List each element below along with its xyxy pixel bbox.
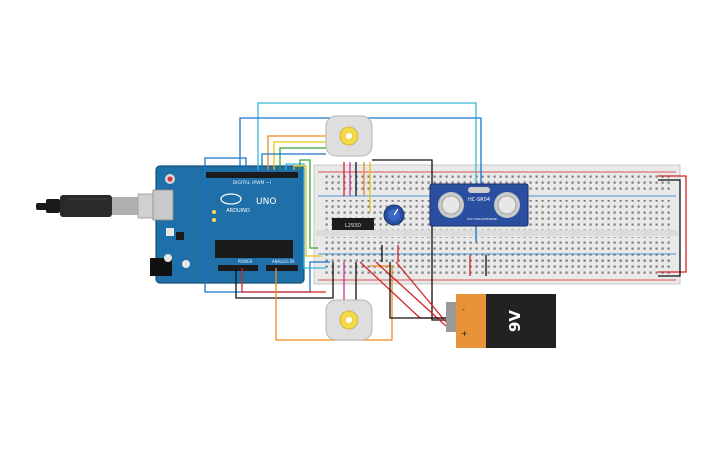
- sensor-transducer-right-icon: [497, 195, 517, 215]
- sensor-pin-echo: ECHO: [482, 217, 491, 221]
- sensor-label: HC-SR04: [468, 197, 490, 203]
- uno-brand-label: UNO: [256, 197, 276, 207]
- wire-black-battery-2[interactable]: [389, 262, 446, 319]
- l293d-driver-chip[interactable]: L293D: [332, 218, 374, 230]
- digital-header-label: DIGITAL (PWM ~): [233, 180, 272, 186]
- hc-sr04-sensor[interactable]: HC-SR04 VCC TRIG ECHO GND: [429, 183, 529, 227]
- battery-plus: +: [461, 329, 468, 338]
- sensor-pin-trig: TRIG: [473, 217, 482, 221]
- atmega-chip: [215, 240, 293, 258]
- motor-shaft-icon: [346, 317, 352, 323]
- power-jack: [150, 258, 172, 276]
- dc-motor-bottom[interactable]: [325, 299, 373, 341]
- chip-label: L293D: [345, 223, 361, 229]
- wire-green-top[interactable]: [279, 147, 328, 170]
- wire-red-battery-2[interactable]: [395, 261, 447, 323]
- wire-red-rail[interactable]: [658, 175, 687, 273]
- arduino-infinity-logo-icon: [220, 193, 242, 205]
- wire-black-ground[interactable]: [235, 262, 334, 299]
- digital-header: [206, 172, 298, 178]
- breadboard[interactable]: [313, 164, 681, 285]
- motor-shaft-icon: [346, 133, 352, 139]
- wire-black-rail[interactable]: [658, 179, 681, 277]
- power-header: [218, 265, 258, 271]
- wire-orange-bottom[interactable]: [275, 265, 393, 341]
- wires: [204, 102, 687, 341]
- wire-cyan-pin[interactable]: [285, 163, 326, 269]
- usb-cable: [36, 193, 157, 219]
- wire-yellow-pin[interactable]: [293, 165, 322, 257]
- power-header-label: POWER: [238, 259, 253, 264]
- wire-orange-top[interactable]: [267, 135, 340, 170]
- battery-snap: [446, 302, 456, 332]
- sensor-transducer-left-icon: [441, 195, 461, 215]
- wire-cyan-sensor[interactable]: [257, 102, 477, 190]
- wire-green-pin[interactable]: [299, 159, 318, 249]
- wire-red-battery[interactable]: [375, 261, 447, 327]
- sensor-pin-gnd: GND: [490, 217, 498, 221]
- dc-motor-top[interactable]: [325, 115, 373, 157]
- arduino-uno-board[interactable]: DIGITAL (PWM ~) POWER ANALOG IN ARDUINO …: [150, 165, 305, 284]
- potentiometer[interactable]: [383, 204, 405, 226]
- sensor-pin-vcc: VCC: [467, 217, 473, 221]
- battery-minus: -: [462, 305, 465, 314]
- wire-red-power[interactable]: [241, 268, 326, 293]
- reset-button-cap: [167, 176, 173, 182]
- usb-port: [152, 189, 174, 221]
- battery-9v[interactable]: - + 9V: [446, 294, 556, 348]
- battery-label: 9V: [506, 310, 524, 332]
- analog-header-label: ANALOG IN: [272, 259, 294, 264]
- analog-header: [266, 265, 298, 271]
- wire-yellow-top[interactable]: [273, 141, 332, 170]
- wire-blue-enclosure[interactable]: [204, 157, 330, 293]
- arduino-logo-text: ARDUINO: [226, 208, 250, 214]
- wire-blue-top[interactable]: [261, 153, 326, 170]
